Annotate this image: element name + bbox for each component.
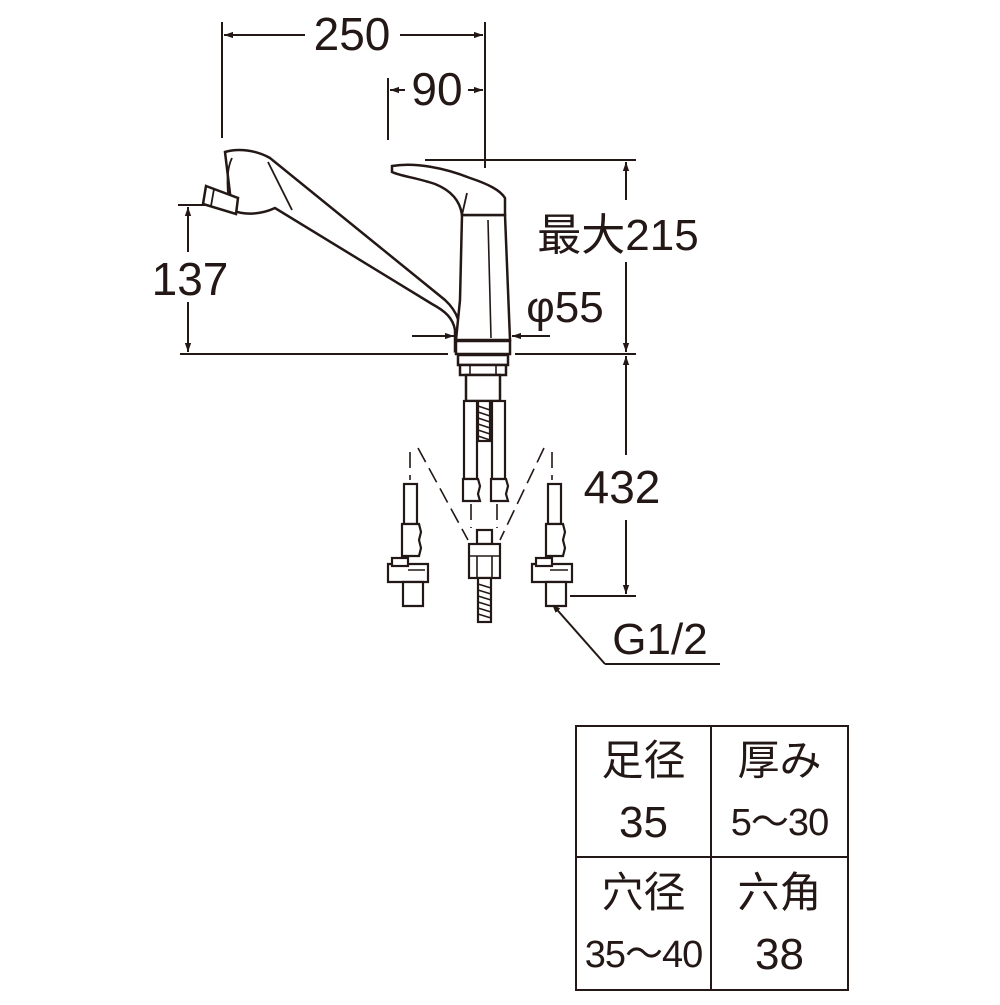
- spec-hole-diameter: 穴径 35～40: [577, 858, 712, 989]
- shank-washer: [456, 353, 510, 367]
- thread-g12-label: G1/2: [612, 615, 707, 664]
- dimension-spout-height-137: 137: [152, 204, 229, 352]
- dimension-90-label: 90: [411, 63, 462, 115]
- valve-right-cap: [534, 556, 554, 568]
- spec-thickness: 厚み 5～30: [712, 727, 847, 858]
- valve-right-outlet: [544, 580, 568, 608]
- spec-hole-diameter-label: 穴径: [601, 867, 686, 917]
- aerator-nozzle: [201, 184, 240, 216]
- dimension-offset-90: 90: [387, 63, 483, 140]
- hose-right-fitting: [489, 477, 510, 503]
- spec-table: 足径 35 厚み 5～30 穴径 35～40 六角 38: [575, 725, 849, 991]
- dimension-432-label: 432: [584, 461, 661, 513]
- spec-hole-diameter-value: 35～40: [584, 933, 704, 976]
- spec-foot-diameter-value: 35: [619, 797, 668, 847]
- hose-right-upper: [490, 399, 507, 481]
- spec-foot-diameter: 足径 35: [577, 727, 712, 858]
- valve-left-cap: [390, 556, 410, 568]
- spec-hex-size-value: 38: [755, 929, 804, 979]
- base-flange: [454, 339, 512, 356]
- connection-dashed-lines: [409, 447, 553, 541]
- dimension-phi55-label: φ55: [526, 283, 603, 332]
- stop-valve-left: [386, 482, 430, 608]
- valve-left-nut: [400, 522, 423, 558]
- valve-right-nut: [544, 522, 567, 558]
- spec-hex-size-label: 六角: [737, 867, 822, 917]
- spout-seam: [267, 161, 293, 211]
- hose-left-fitting: [461, 477, 482, 503]
- lever-handle: [390, 163, 507, 217]
- aerator-ring: [210, 188, 215, 207]
- supply-hoses: [461, 399, 510, 503]
- spec-hex-size: 六角 38: [712, 858, 847, 989]
- spec-foot-diameter-label: 足径: [601, 735, 686, 785]
- coupling-body: [467, 542, 502, 580]
- faucet-body: [201, 148, 512, 403]
- shank-body: [464, 373, 502, 403]
- dimension-137-label: 137: [152, 253, 229, 305]
- dimension-250-label: 250: [314, 8, 391, 60]
- valve-right-pipe: [546, 482, 563, 526]
- faucet-column: [454, 213, 512, 342]
- spec-thickness-label: 厚み: [737, 735, 822, 785]
- hose-left-upper: [462, 399, 479, 481]
- center-coupling: [467, 528, 502, 624]
- valve-left-outlet: [401, 580, 425, 608]
- shank-nut: [458, 363, 508, 377]
- valve-right-body: [530, 562, 574, 584]
- handle-joint: [461, 192, 468, 216]
- column-highlight: [487, 219, 492, 339]
- leader-thread-g12: G1/2: [551, 603, 720, 665]
- dimension-max-height-215: 最大215: [425, 159, 699, 352]
- dimension-width-250: 250: [221, 8, 486, 168]
- spec-thickness-value: 5～30: [730, 801, 829, 844]
- coupling-top: [475, 528, 494, 546]
- stop-valve-right: [530, 482, 574, 608]
- dimension-max215-label: 最大215: [537, 211, 698, 260]
- valve-left-pipe: [402, 482, 419, 526]
- dimension-under-length-432: 432: [570, 356, 661, 597]
- valve-left-body: [386, 562, 430, 584]
- dimension-diameter-55: φ55: [412, 283, 604, 340]
